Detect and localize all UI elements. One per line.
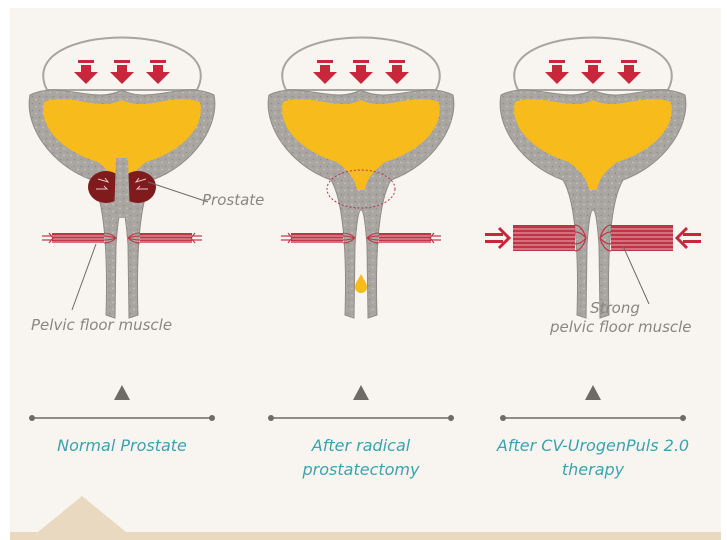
strong-muscle-label: Strong pelvic floor muscle	[550, 299, 680, 337]
muscle-pointer-line	[72, 244, 96, 310]
caption-line2: therapy	[483, 458, 703, 482]
bottom-strip	[10, 532, 721, 540]
caption-line1: After radical	[251, 434, 471, 458]
urine-drop-icon	[355, 274, 367, 293]
corner-triangle	[38, 496, 126, 532]
timeline-line	[500, 415, 686, 421]
pelvic-floor-muscle	[42, 233, 202, 243]
timeline-marker	[114, 385, 130, 400]
timeline-marker	[353, 385, 369, 400]
strong-muscle-pointer-line	[623, 246, 649, 304]
prostate-pointer-line	[148, 182, 208, 202]
caption-normal-prostate: Normal Prostate	[12, 434, 232, 458]
strong-muscle-label-line2: pelvic floor muscle	[550, 318, 680, 337]
timeline-marker	[585, 385, 601, 400]
timeline-line	[29, 415, 215, 421]
caption-after-therapy: After CV-UrogenPuls 2.0 therapy	[483, 434, 703, 482]
caption-line1: After CV-UrogenPuls 2.0	[483, 434, 703, 458]
panel-after-therapy	[485, 38, 701, 422]
timeline-line	[268, 415, 454, 421]
strong-muscle-label-line1: Strong	[550, 299, 680, 318]
strong-pelvic-floor-muscle	[485, 225, 701, 251]
caption-line1: Normal Prostate	[12, 434, 232, 458]
pelvic-floor-muscle	[281, 233, 441, 243]
caption-after-prostatectomy: After radical prostatectomy	[251, 434, 471, 482]
pelvic-floor-muscle-label: Pelvic floor muscle	[31, 316, 172, 335]
panel-after-prostatectomy	[268, 38, 454, 422]
prostate-label: Prostate	[202, 191, 264, 210]
caption-line2: prostatectomy	[251, 458, 471, 482]
diagram-canvas: Prostate Pelvic floor muscle Strong pelv…	[10, 8, 721, 540]
panel-normal-prostate	[29, 38, 215, 422]
